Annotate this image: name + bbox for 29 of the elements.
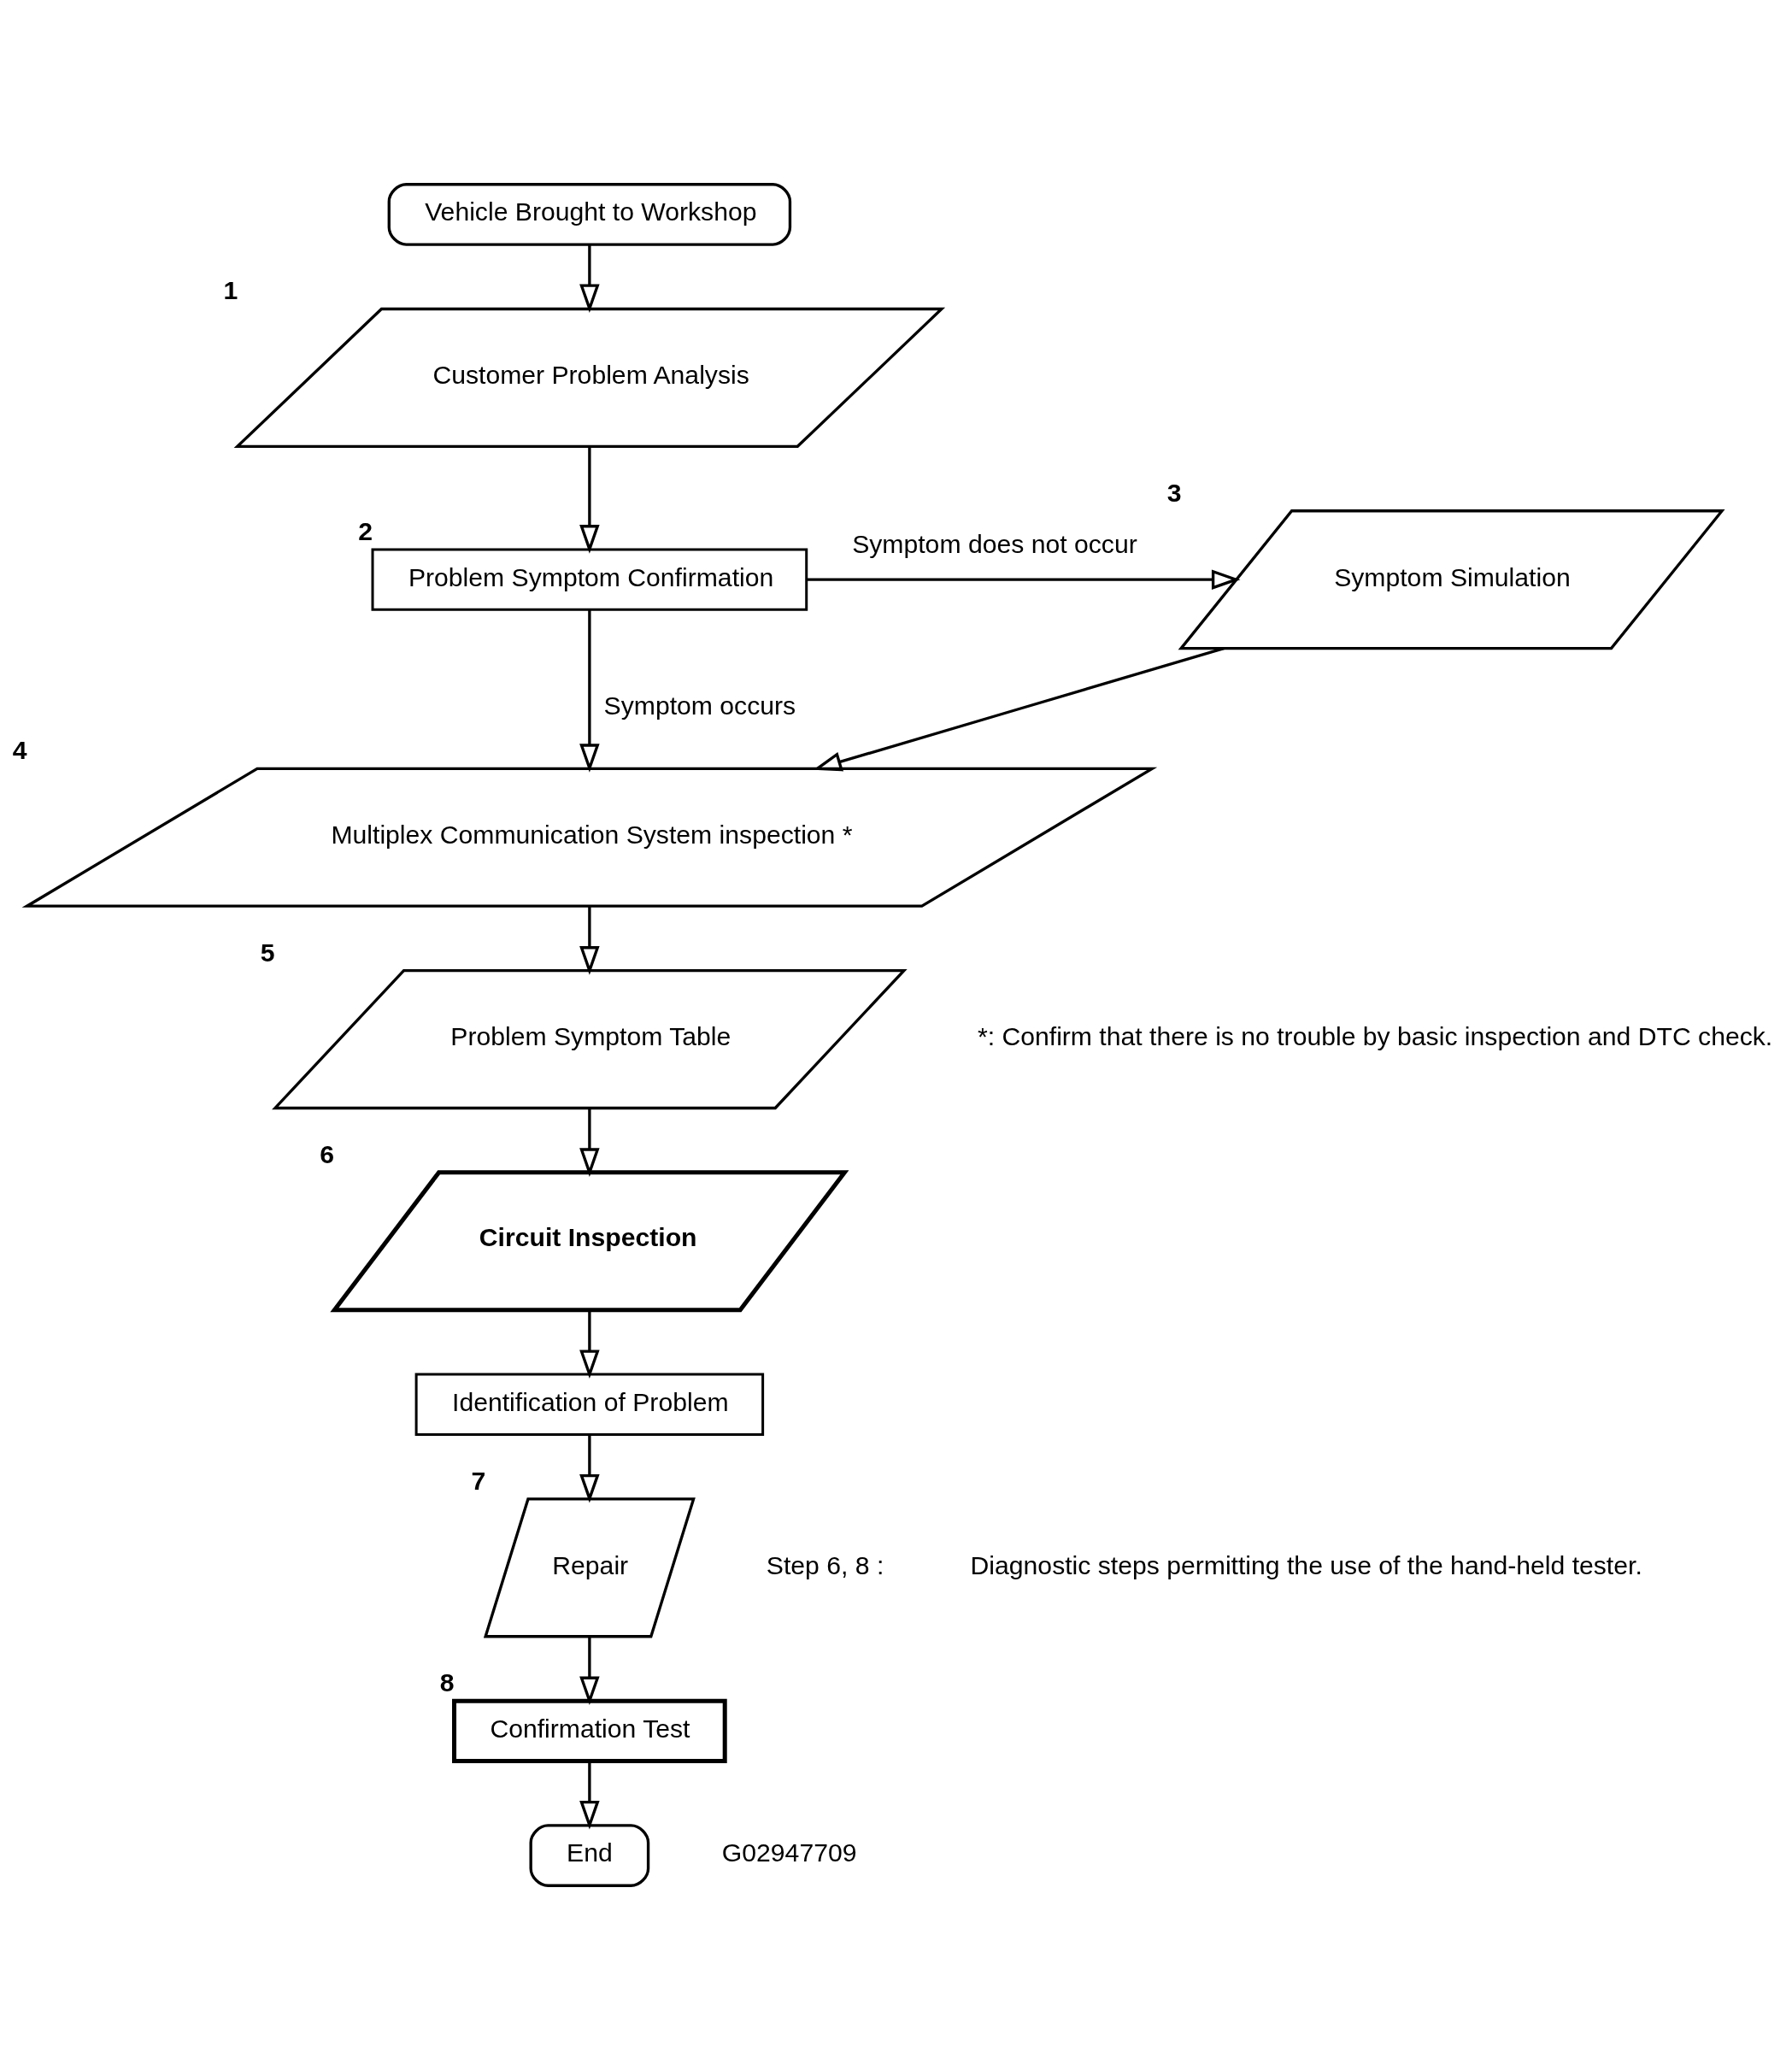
label: Step 6, 8 : xyxy=(766,1550,884,1579)
arrow xyxy=(579,1637,600,1706)
arrow xyxy=(579,446,600,554)
label: Diagnostic steps permitting the use of the hand-held tester. xyxy=(970,1550,1642,1579)
arrow xyxy=(579,1310,600,1379)
label: *: Confirm that there is no trouble by basic inspection and DTC check. xyxy=(977,1022,1773,1051)
arrow xyxy=(579,244,600,314)
node-label: 3 xyxy=(1166,478,1182,507)
label: G02947709 xyxy=(721,1838,857,1867)
node-label: 2 xyxy=(358,516,373,545)
node-label: 5 xyxy=(260,938,275,967)
arrow xyxy=(579,609,600,773)
arrow xyxy=(579,1761,600,1830)
node-box: Confirmation Test xyxy=(452,1698,727,1764)
node-box: End xyxy=(529,1824,650,1887)
node-label: 7 xyxy=(471,1466,486,1495)
arrow xyxy=(579,906,600,975)
edge-label: Symptom does not occur xyxy=(852,530,1137,558)
arrow xyxy=(579,1434,600,1503)
arrow xyxy=(806,569,1241,590)
node-label: 8 xyxy=(439,1668,455,1697)
node-label: 1 xyxy=(223,276,238,305)
node-box: Identification of Problem xyxy=(414,1373,765,1436)
node-box: Vehicle Brought to Workshop xyxy=(387,183,792,246)
edge-label: Symptom occurs xyxy=(603,691,796,720)
arrow xyxy=(579,1108,600,1177)
node-label: 4 xyxy=(12,736,27,765)
node-label: 6 xyxy=(320,1139,335,1168)
node-box: Problem Symptom Confirmation xyxy=(371,548,808,611)
